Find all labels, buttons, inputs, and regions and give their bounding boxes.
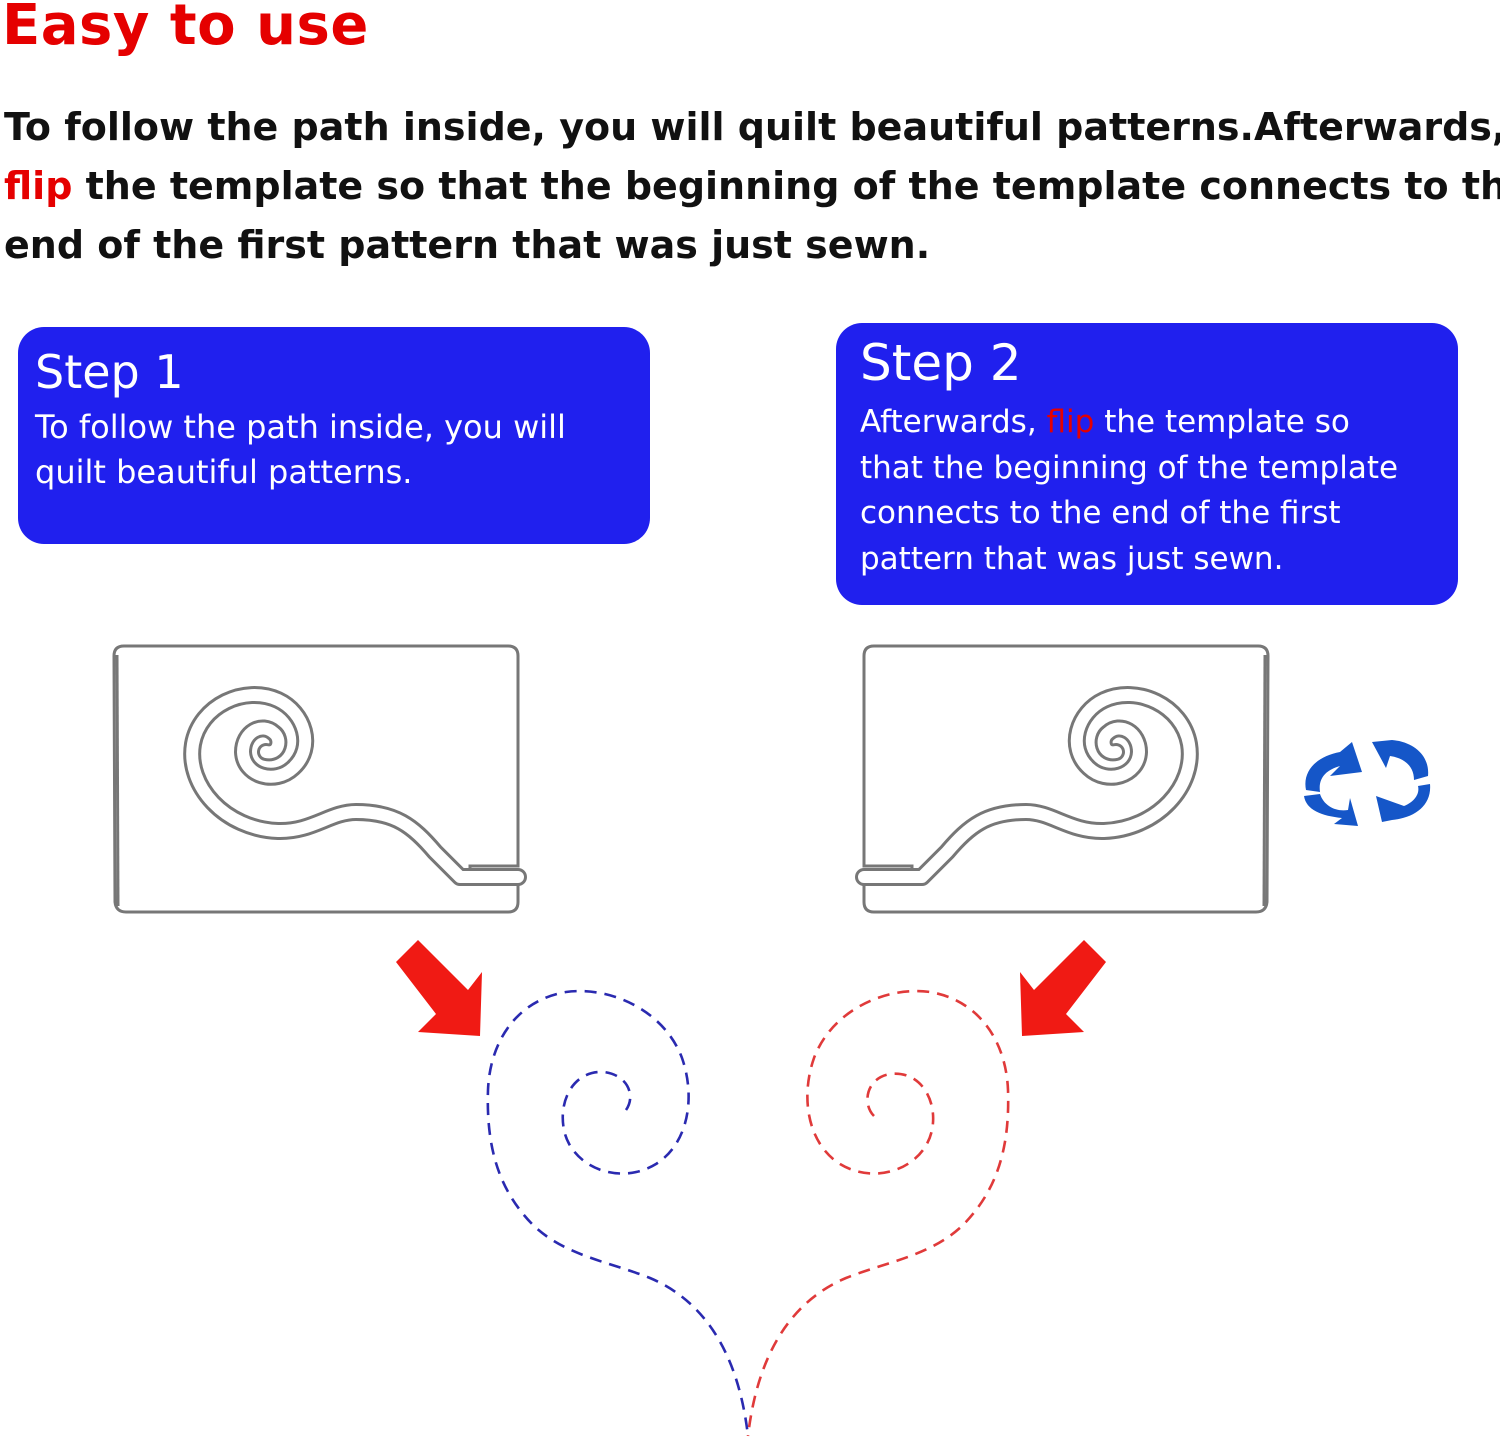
step-2-line-1-pre: Afterwards, [860,404,1047,440]
intro-line-2-rest: the template so that the beginning of th… [72,164,1500,208]
dashed-pattern-right [746,989,1010,1437]
step-2-line-1: Afterwards, flip the template so [860,400,1458,446]
flip-arrows-icon [1304,740,1431,826]
intro-flip-highlight: flip [4,164,73,208]
step-2-line-4: pattern that was just sewn. [860,540,1284,577]
template-2-spiral-groove-inner [858,689,1196,883]
step-2-line-2: that the beginning of the template [860,449,1399,486]
step-2-box: Step 2 Afterwards, flip the template so … [836,323,1458,605]
step-2-flip-highlight: flip [1046,404,1095,440]
intro-line-3: end of the first pattern that was just s… [4,223,931,267]
template-2-right-edge-shadow [1262,654,1267,907]
intro-text: To follow the path inside, you will quil… [4,98,1500,275]
template-1 [112,644,527,914]
step-1-box: Step 1 To follow the path inside, you wi… [18,327,650,544]
intro-line-2: flip the template so that the beginning … [4,157,1500,216]
red-arrow-left-icon [396,940,482,1036]
template-1-left-edge-shadow [115,654,120,907]
step-1-line-2: quilt beautiful patterns. [35,453,413,491]
intro-line-1: To follow the path inside, you will quil… [4,105,1500,149]
step-2-heading: Step 2 [860,334,1022,392]
page-title: Easy to use [2,0,369,58]
flip-arrow-lower-left [1304,794,1358,826]
step-2-text: Afterwards, flip the template so that th… [860,400,1458,582]
dashed-pattern-left [486,989,750,1437]
template-1-spiral-groove-inner [186,689,524,883]
flip-arrow-upper-right [1372,740,1429,780]
step-1-heading: Step 1 [35,345,184,399]
template-2 [855,644,1270,914]
flip-arrow-upper [1305,742,1362,792]
step-1-text: To follow the path inside, you will quil… [35,405,650,495]
step-2-line-1-post: the template so [1094,404,1350,440]
flip-arrow-lower-right [1376,784,1431,822]
red-arrow-right-icon [1020,940,1106,1036]
step-2-line-3: connects to the end of the first [860,495,1341,531]
step-1-line-1: To follow the path inside, you will [35,408,566,446]
